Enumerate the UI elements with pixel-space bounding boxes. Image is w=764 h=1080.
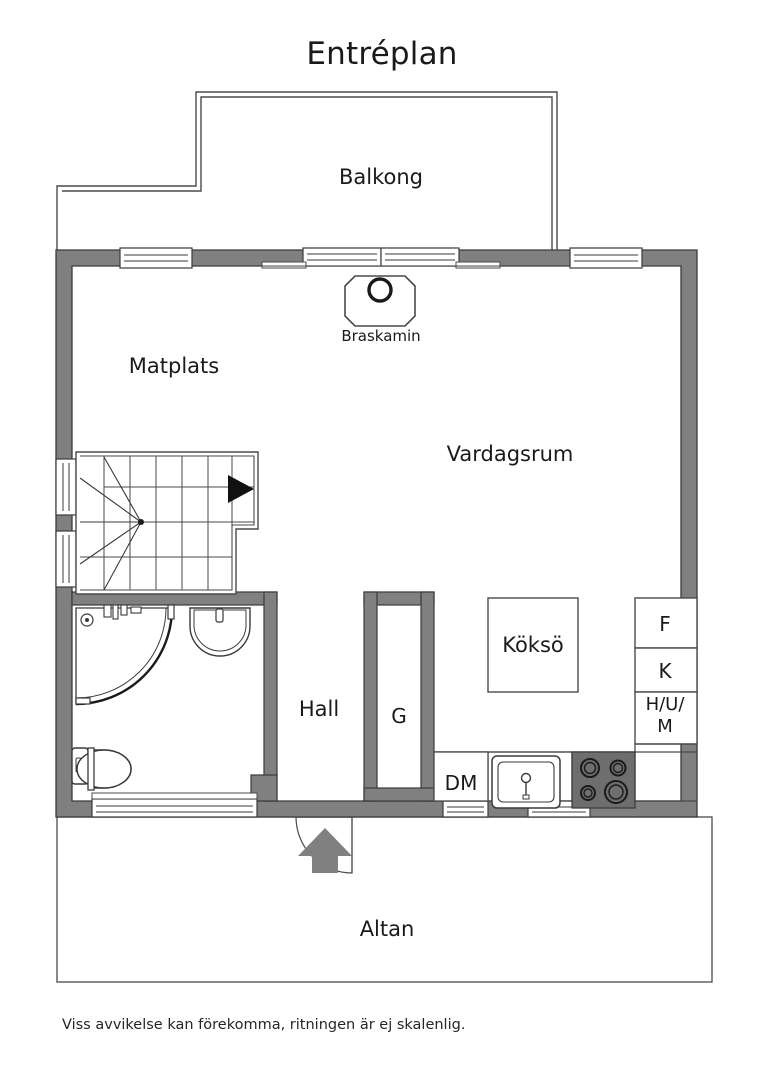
window-top-left <box>119 247 193 269</box>
entrance-door <box>295 816 353 874</box>
fixture-label-kokso: Köksö <box>502 633 564 657</box>
dishwasher <box>433 751 489 802</box>
bathroom-fixtures <box>71 604 251 791</box>
fixture-label-frys: F <box>659 612 671 636</box>
wash-basin-icon <box>189 607 251 657</box>
interior-walls <box>71 591 435 802</box>
wood-stove-icon <box>344 275 416 327</box>
window-bottom-left <box>91 792 258 818</box>
page-title: Entréplan <box>306 36 458 72</box>
toilet-icon <box>71 747 132 791</box>
room-labels: Balkong Matplats Vardagsrum Hall Altan <box>129 165 574 941</box>
room-label-matplats: Matplats <box>129 354 219 378</box>
room-label-altan: Altan <box>360 917 415 941</box>
balcony-doors <box>261 247 501 269</box>
staircase <box>75 451 259 595</box>
triangle-right-icon <box>228 475 254 503</box>
fixture-label-hum-line2: M <box>657 716 673 737</box>
window-left-upper <box>55 458 77 516</box>
fixture-label-hum-line1: H/U/ <box>646 694 686 715</box>
balcony-outline <box>56 91 558 253</box>
window-left-lower <box>55 530 77 588</box>
kitchen-island <box>487 597 579 693</box>
window-bottom-kitchen-1 <box>442 800 489 818</box>
room-label-hall: Hall <box>299 697 339 721</box>
fixture-labels: Braskamin Köksö G DM F K H/U/ M <box>341 327 685 795</box>
fixture-label-garderob: G <box>391 704 407 728</box>
kitchen <box>433 597 698 809</box>
corner-shower-icon <box>75 604 175 706</box>
fixture-label-braskamin: Braskamin <box>341 327 420 345</box>
room-label-balkong: Balkong <box>339 165 423 189</box>
room-label-vardagsrum: Vardagsrum <box>447 442 574 466</box>
arrow-up-icon <box>298 828 352 873</box>
windows <box>55 247 643 818</box>
fixture-label-kyl: K <box>658 659 672 683</box>
four-burner-cooktop-icon <box>571 751 636 809</box>
kitchen-sink-icon <box>491 755 561 809</box>
disclaimer-text: Viss avvikelse kan förekomma, ritningen … <box>62 1017 466 1033</box>
window-top-right <box>569 247 643 269</box>
altan-outline <box>56 816 713 983</box>
fixture-label-diskmaskin: DM <box>445 771 478 795</box>
